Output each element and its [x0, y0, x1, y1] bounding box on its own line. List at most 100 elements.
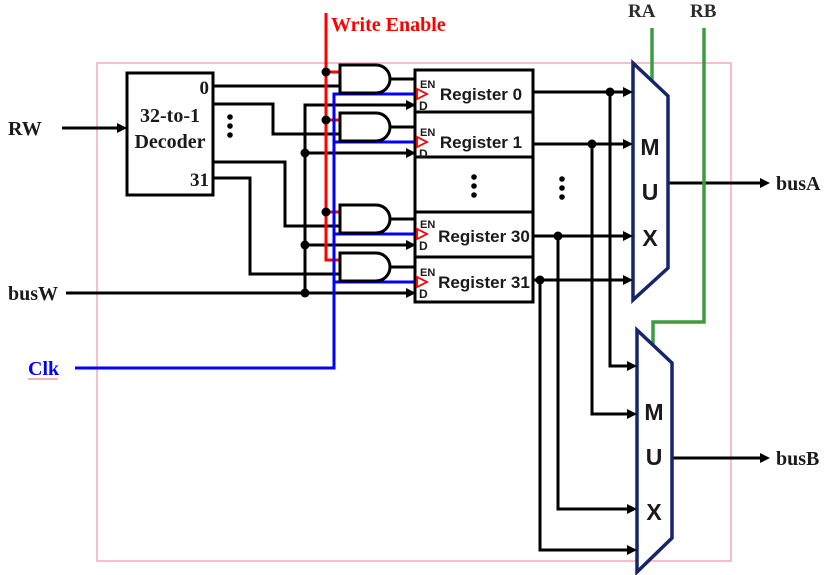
and-gate-30	[338, 203, 392, 235]
mux-b: M U X	[635, 325, 674, 575]
register-row-1: EN D Register 1	[416, 127, 522, 161]
decoder-output-bottom-label: 31	[190, 170, 209, 191]
ellipsis-dot	[227, 132, 233, 138]
busw-riser-wire	[303, 103, 409, 293]
labels: RW busW Clk Write Enable RA RB busA busB	[8, 1, 821, 470]
en-port-label: EN	[420, 219, 435, 231]
d-port-label: D	[419, 147, 428, 161]
mux-b-letter-u: U	[646, 444, 663, 470]
mux-b-letter-m: M	[644, 399, 663, 425]
arrowhead-d30	[406, 240, 416, 250]
mux-a-letter-m: M	[640, 134, 659, 160]
reg0-to-muxb-wire	[608, 92, 632, 368]
and-gate-1	[338, 111, 392, 143]
mux-a-letter-x: X	[642, 225, 658, 251]
junction-dot	[553, 231, 563, 241]
and-gate-0	[338, 63, 392, 95]
frame-border	[96, 62, 732, 562]
ellipsis-dot	[227, 123, 233, 129]
arrowhead-d31	[406, 288, 416, 298]
clock-triangle-icon	[416, 227, 430, 241]
clock-triangle-icon	[416, 87, 430, 101]
read-select-wires	[650, 28, 706, 346]
d-port-label: D	[419, 287, 428, 301]
rb-select-wire	[651, 28, 706, 346]
busw-label: busW	[8, 283, 58, 305]
arrowhead-muxb-in31	[627, 545, 637, 555]
register-row-31: EN D Register 31	[416, 267, 530, 301]
black-wires	[62, 77, 764, 552]
mux-b-shape	[635, 325, 674, 575]
mux-a-letter-u: U	[642, 179, 659, 205]
ellipsis-dot	[559, 176, 565, 182]
arrowhead-muxb-in0	[627, 361, 637, 371]
d-port-label: D	[419, 239, 428, 253]
ellipsis-dot	[471, 174, 477, 180]
register-row-0: EN D Register 0	[416, 79, 522, 113]
ellipsis-dot	[227, 114, 233, 120]
mux-b-letter-x: X	[646, 499, 662, 525]
decoder-output-top-label: 0	[200, 78, 210, 99]
arrowhead-busb	[760, 453, 770, 463]
ra-label: RA	[628, 1, 656, 22]
register-name: Register 0	[440, 85, 522, 104]
arrowhead-muxb-in1	[627, 409, 637, 419]
reg31-to-muxb-wire	[538, 280, 632, 552]
decoder-out31-wire	[213, 176, 340, 276]
arrowhead-muxa-in31	[623, 275, 633, 285]
junction-dot	[535, 275, 545, 285]
junction-dot	[321, 207, 331, 217]
decoder: 32-to-1 Decoder 0 31	[125, 71, 215, 197]
en-port-label: EN	[420, 267, 435, 279]
junction-dot	[605, 87, 615, 97]
arrowhead-rw	[117, 123, 127, 133]
arrowhead-muxb-in30	[627, 504, 637, 514]
mux-a: M U X	[631, 58, 670, 304]
ellipsis-dot	[471, 183, 477, 189]
junction-dot	[300, 240, 310, 250]
and-gate-31	[338, 251, 392, 283]
arrowhead-muxa-in1	[623, 139, 633, 149]
register-name: Register 1	[440, 133, 522, 152]
decoder-box	[125, 71, 215, 197]
arrowhead-d0	[406, 100, 416, 110]
junction-dot	[587, 139, 597, 149]
register-name: Register 30	[438, 227, 530, 246]
register-block-ellipsis	[471, 174, 477, 198]
reg30-to-muxb-wire	[556, 236, 632, 511]
junction-dot	[300, 148, 310, 158]
ellipsis-dot	[471, 192, 477, 198]
arrowhead-d1	[406, 148, 416, 158]
write-enable-label: Write Enable	[331, 14, 446, 36]
register-file-block: EN D Register 0 EN D Register 1 EN D Reg…	[413, 68, 535, 304]
en-port-label: EN	[420, 127, 435, 139]
busa-label: busA	[776, 173, 821, 195]
clk-label: Clk	[28, 358, 60, 380]
decoder-name-line1: 32-to-1	[140, 105, 200, 127]
reg1-to-muxb-wire	[590, 144, 632, 416]
junction-dot	[321, 67, 331, 77]
d-port-label: D	[419, 99, 428, 113]
output-column-ellipsis	[559, 176, 565, 200]
junction-dot	[321, 115, 331, 125]
register-name: Register 31	[438, 273, 530, 292]
decoder-out30-wire	[213, 160, 340, 228]
junction-dot	[300, 288, 310, 298]
mux-a-shape	[631, 58, 670, 304]
en-port-label: EN	[420, 79, 435, 91]
arrowheads	[117, 87, 770, 555]
arrowhead-muxa-in0	[623, 87, 633, 97]
decoder-out1-wire	[213, 102, 340, 136]
clock-triangle-icon	[416, 275, 430, 289]
rb-label: RB	[690, 1, 717, 22]
ellipsis-dot	[559, 194, 565, 200]
register-row-30: EN D Register 30	[416, 219, 530, 253]
ellipsis-dot	[559, 185, 565, 191]
busb-label: busB	[776, 448, 819, 470]
arrowhead-busa	[760, 178, 770, 188]
and-gates	[338, 63, 392, 283]
decoder-name-line2: Decoder	[134, 131, 205, 153]
junction-dots	[300, 67, 615, 298]
